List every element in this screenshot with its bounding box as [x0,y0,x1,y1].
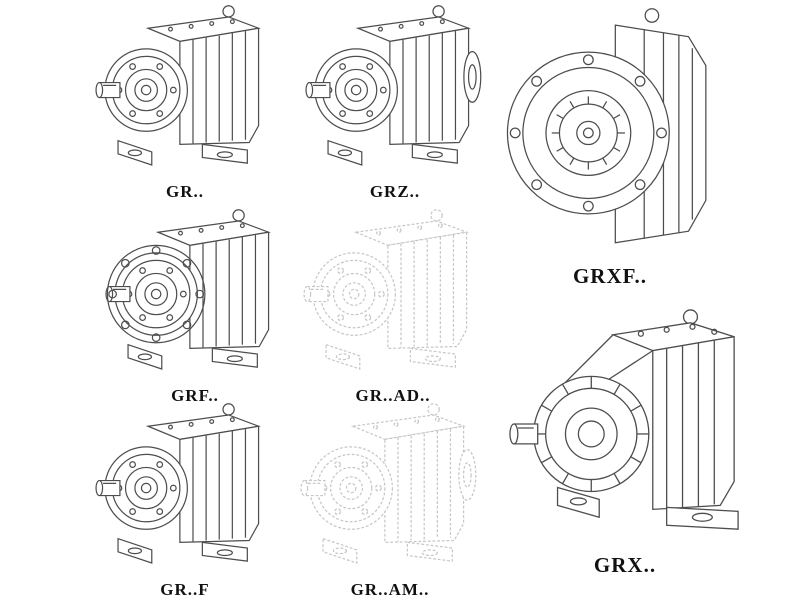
figure-grf: GRF.. [95,206,295,406]
gearbox-label-grz: GRZ.. [369,182,421,201]
gearbox-drawing-gr-f [94,403,259,564]
gearbox-label-gr: GR.. [166,182,204,201]
gearbox-drawing-grf [98,206,293,384]
figure-grxf: GRXF.. [495,2,725,289]
figure-gr-ad: GR..AD.. [293,206,493,406]
figure-grz: GRZ.. [295,2,495,202]
figure-gr-am: GR..AM.. [290,400,490,600]
gearbox-label-gr-am: GR..AM.. [350,580,430,599]
gearbox-drawing-gr-ad [302,209,467,370]
gearbox-drawing-grxf [506,8,706,244]
gearbox-label-gr-ad: GR..AD.. [355,386,431,405]
gearbox-drawing-gr-am [293,400,488,578]
figure-grx: GRX.. [495,303,755,578]
figure-gr-f: GR..F [85,400,285,600]
gearbox-drawing-grx [509,309,739,530]
gearbox-drawing-grz [298,2,493,180]
figure-gr: GR.. [85,2,285,202]
gearbox-drawing-gr [94,5,259,166]
gearbox-label-grx: GRX.. [593,553,657,577]
gearbox-label-grxf: GRXF.. [572,264,648,288]
gearbox-label-grf: GRF.. [171,386,219,405]
gearbox-label-gr-f: GR..F [160,580,210,599]
